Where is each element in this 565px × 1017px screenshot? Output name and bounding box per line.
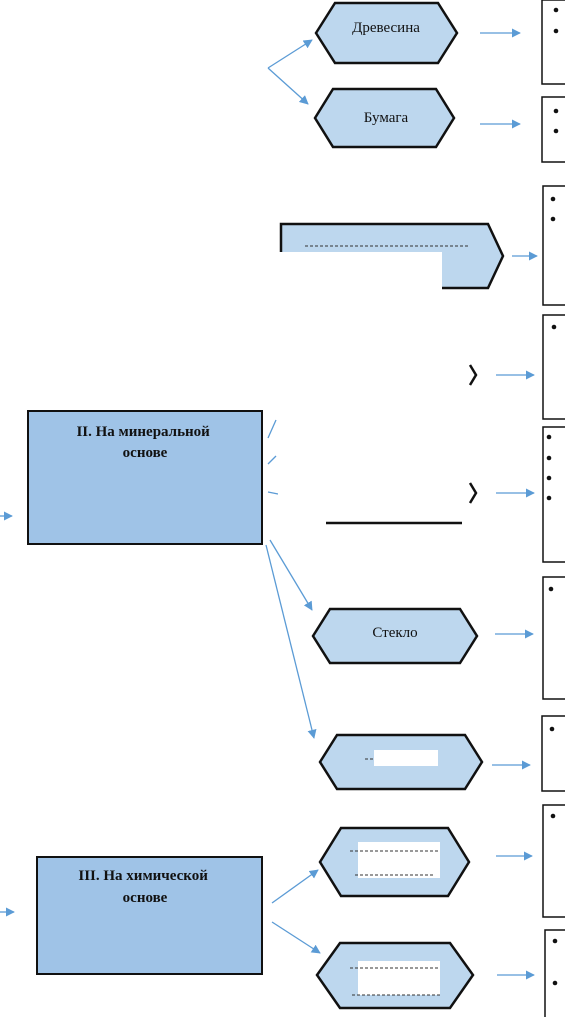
hidden-hex-1-edge — [468, 364, 478, 386]
material-paper-node: Бумага — [313, 87, 456, 149]
description-box-hidden-2 — [542, 426, 565, 563]
description-box-paper — [541, 96, 565, 163]
category-mineral-title: II. На минеральной основе — [76, 424, 213, 461]
branch-arrow-plastics — [271, 921, 321, 954]
material-paper-label: Бумага — [364, 110, 409, 126]
branch-arrow-hidden-3 — [267, 491, 279, 495]
branch-arrow-glass — [269, 539, 313, 611]
material-glass-node: Стекло — [311, 607, 479, 665]
material-plastics-node — [315, 941, 475, 1010]
description-box-hidden-1 — [542, 314, 565, 420]
branch-arrow-hidden-1 — [267, 419, 277, 439]
material-wood-node: Древесина — [314, 1, 459, 65]
branch-arrow-ceramics — [265, 544, 317, 739]
material-wood-label: Древесина — [352, 20, 420, 36]
description-box-glass — [542, 576, 565, 700]
description-box-wood — [541, 0, 565, 85]
description-box-composites — [542, 804, 565, 918]
branch-arrow-wood — [267, 39, 313, 69]
branch-arrow-paper — [267, 67, 309, 105]
material-composites-node — [318, 826, 471, 898]
category-chemical-title: III. На химической основе — [78, 868, 211, 906]
branch-arrow-composites — [271, 869, 319, 904]
category-mineral-box: II. На минеральной основе — [27, 410, 263, 545]
redacted-region-2 — [278, 290, 478, 524]
description-box-plastics — [544, 929, 565, 1017]
material-glass-label: Стекло — [372, 625, 417, 641]
material-ceramics-node — [318, 733, 484, 791]
description-box-ceramics — [541, 715, 565, 792]
branch-arrow-hidden-2 — [267, 455, 277, 465]
description-box-concrete — [542, 185, 565, 306]
category-chemical-box: III. На химической основе — [36, 856, 263, 975]
hidden-hex-2-edge — [468, 482, 478, 504]
